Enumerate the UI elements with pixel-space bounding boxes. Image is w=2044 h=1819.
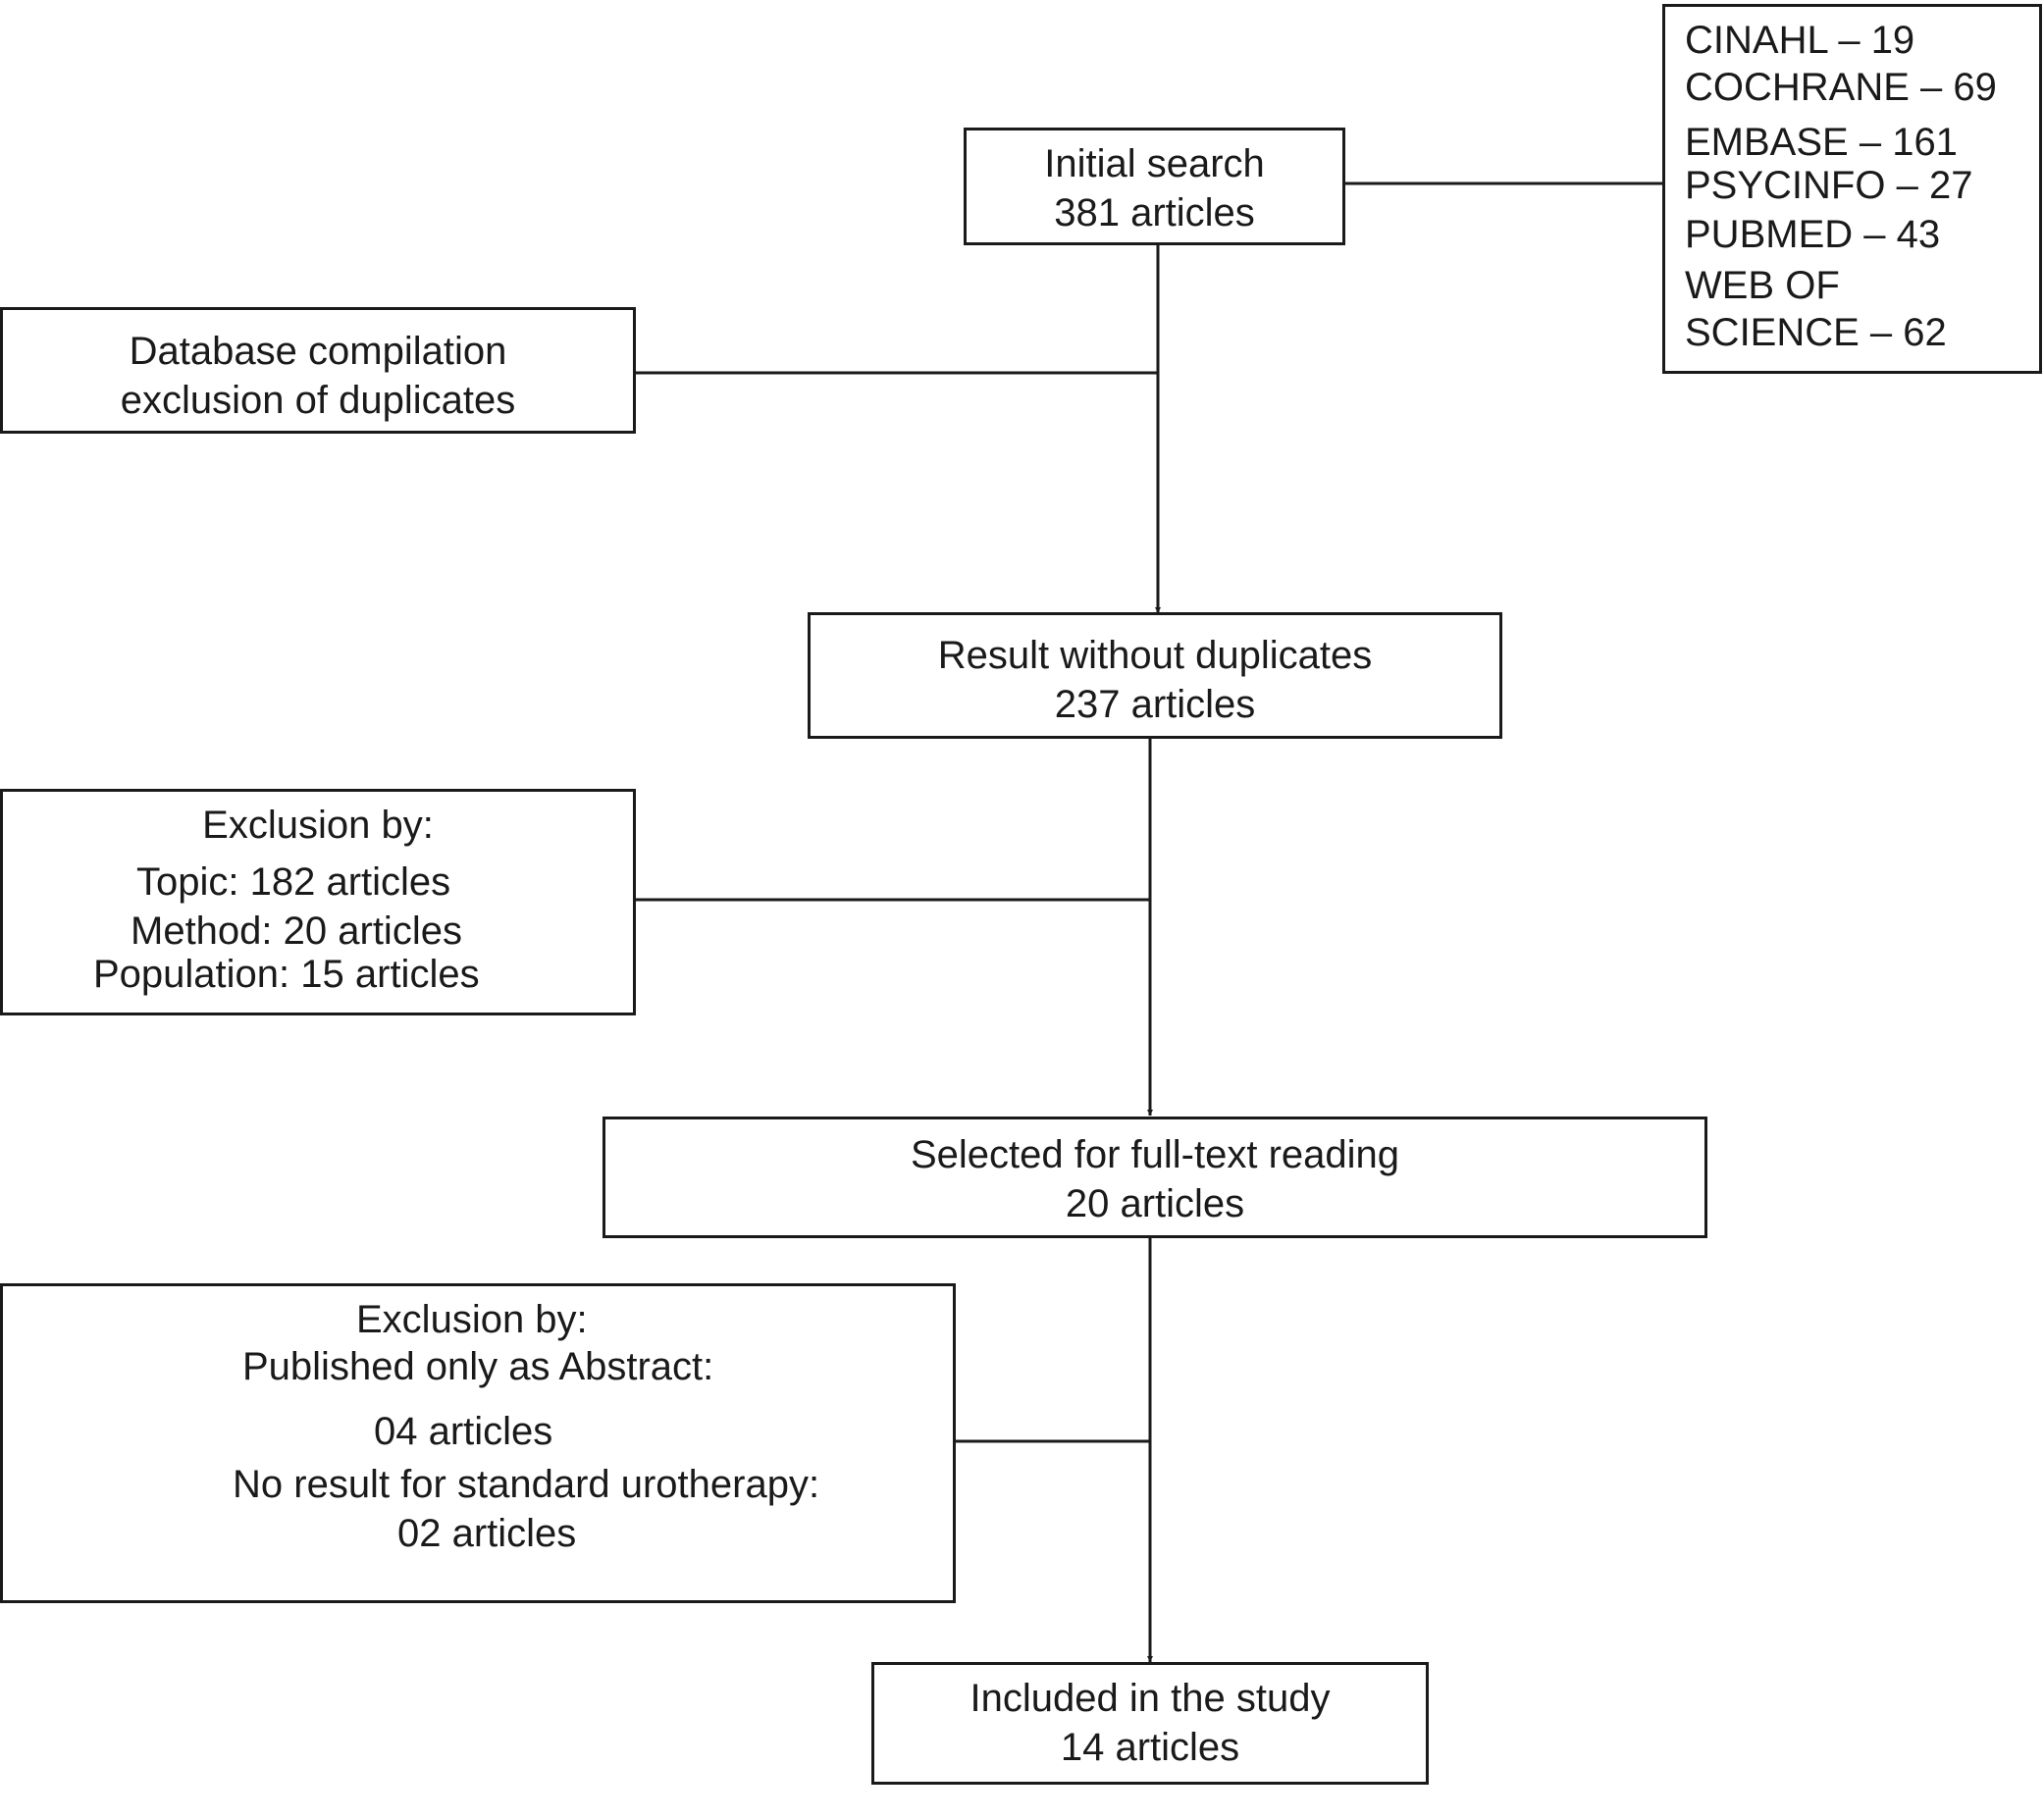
exclusion-1-box: Exclusion by: Topic: 182 articles Method…: [0, 789, 636, 1015]
databases-box: CINAHL – 19 COCHRANE – 69 EMBASE – 161 P…: [1662, 4, 2042, 374]
exclusion-2-abstract-count: 04 articles: [374, 1410, 553, 1453]
database-cochrane: COCHRANE – 69: [1685, 66, 1997, 109]
exclusion-1-population: Population: 15 articles: [93, 953, 480, 996]
initial-search-box: Initial search 381 articles: [964, 128, 1345, 245]
full-text-label: Selected for full-text reading: [910, 1133, 1400, 1176]
database-cinahl: CINAHL – 19: [1685, 19, 1915, 62]
included-count: 14 articles: [1060, 1726, 1240, 1769]
compilation-line-2: exclusion of duplicates: [120, 379, 516, 422]
database-psycinfo: PSYCINFO – 27: [1685, 164, 1973, 207]
exclusion-2-abstract-label: Published only as Abstract:: [242, 1345, 714, 1388]
exclusion-2-heading: Exclusion by:: [356, 1298, 588, 1341]
full-text-count: 20 articles: [1065, 1182, 1245, 1225]
initial-search-count: 381 articles: [1054, 191, 1255, 234]
full-text-box: Selected for full-text reading 20 articl…: [603, 1117, 1707, 1238]
database-pubmed: PUBMED – 43: [1685, 213, 1941, 256]
exclusion-2-urotherapy-label: No result for standard urotherapy:: [233, 1463, 820, 1506]
compilation-line-1: Database compilation: [129, 330, 507, 373]
exclusion-2-urotherapy-count: 02 articles: [397, 1512, 577, 1555]
exclusion-1-method: Method: 20 articles: [131, 910, 462, 953]
without-duplicates-count: 237 articles: [1054, 683, 1256, 726]
included-box: Included in the study 14 articles: [871, 1662, 1429, 1785]
database-web-of: WEB OF: [1685, 264, 1840, 307]
database-embase: EMBASE – 161: [1685, 121, 1958, 164]
compilation-box: Database compilation exclusion of duplic…: [0, 307, 636, 434]
without-duplicates-box: Result without duplicates 237 articles: [808, 612, 1502, 739]
database-science: SCIENCE – 62: [1685, 311, 1947, 354]
exclusion-2-box: Exclusion by: Published only as Abstract…: [0, 1283, 956, 1603]
exclusion-1-heading: Exclusion by:: [202, 804, 434, 847]
without-duplicates-label: Result without duplicates: [937, 634, 1373, 677]
initial-search-label: Initial search: [1044, 142, 1265, 185]
exclusion-1-topic: Topic: 182 articles: [136, 860, 451, 904]
included-label: Included in the study: [970, 1677, 1331, 1720]
